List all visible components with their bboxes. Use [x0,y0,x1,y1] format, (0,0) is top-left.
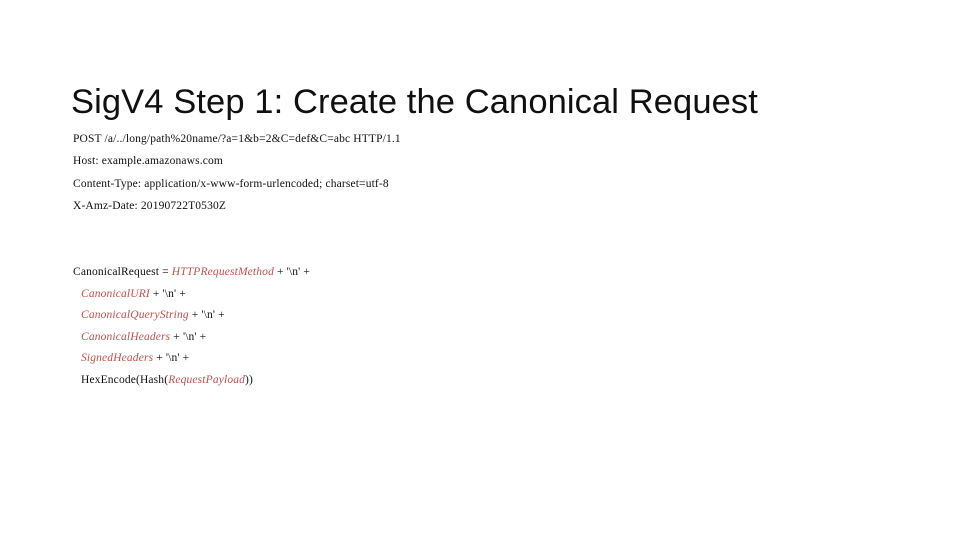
pseudocode-variable-token: SignedHeaders [81,352,154,365]
pseudocode-line: HexEncode(Hash(RequestPayload)) [73,370,773,392]
pseudocode-line: CanonicalQueryString + '\n' + [73,305,773,327]
pseudocode-variable-token: CanonicalQueryString [81,309,189,322]
pseudocode-line: SignedHeaders + '\n' + [73,348,773,370]
pseudocode-literal-token: CanonicalRequest = [73,266,172,278]
pseudocode-variable-token: CanonicalHeaders [81,330,171,343]
pseudocode-literal-token: + '\n' + [170,330,207,343]
http-request-line: X-Amz-Date: 20190722T0530Z [73,199,227,212]
pseudocode-variable-token: CanonicalURI [81,287,150,300]
page-title: SigV4 Step 1: Create the Canonical Reque… [71,83,758,122]
pseudocode-literal-token: + '\n' + [273,266,311,278]
pseudocode-literal-token: + '\n' + [149,287,186,300]
canonical-request-pseudocode-block: CanonicalRequest = HTTPRequestMethod + '… [73,262,773,392]
pseudocode-line: CanonicalURI + '\n' + [73,284,773,306]
pseudocode-variable-token: HTTPRequestMethod [171,266,274,278]
pseudocode-line: CanonicalRequest = HTTPRequestMethod + '… [73,262,773,284]
pseudocode-variable-token: RequestPayload [168,373,246,386]
pseudocode-literal-token: HexEncode(Hash( [81,373,169,386]
pseudocode-literal-token: )) [245,373,253,386]
http-request-block: POST /a/../long/path%20name/?a=1&b=2&C=d… [73,128,773,217]
http-request-line: POST /a/../long/path%20name/?a=1&b=2&C=d… [73,133,401,145]
http-request-line: Host: example.amazonaws.com [73,155,223,168]
pseudocode-literal-token: + '\n' + [153,352,190,365]
pseudocode-line: CanonicalHeaders + '\n' + [73,327,773,349]
pseudocode-literal-token: + '\n' + [188,309,225,322]
http-request-line: Content-Type: application/x-www-form-url… [73,177,389,190]
